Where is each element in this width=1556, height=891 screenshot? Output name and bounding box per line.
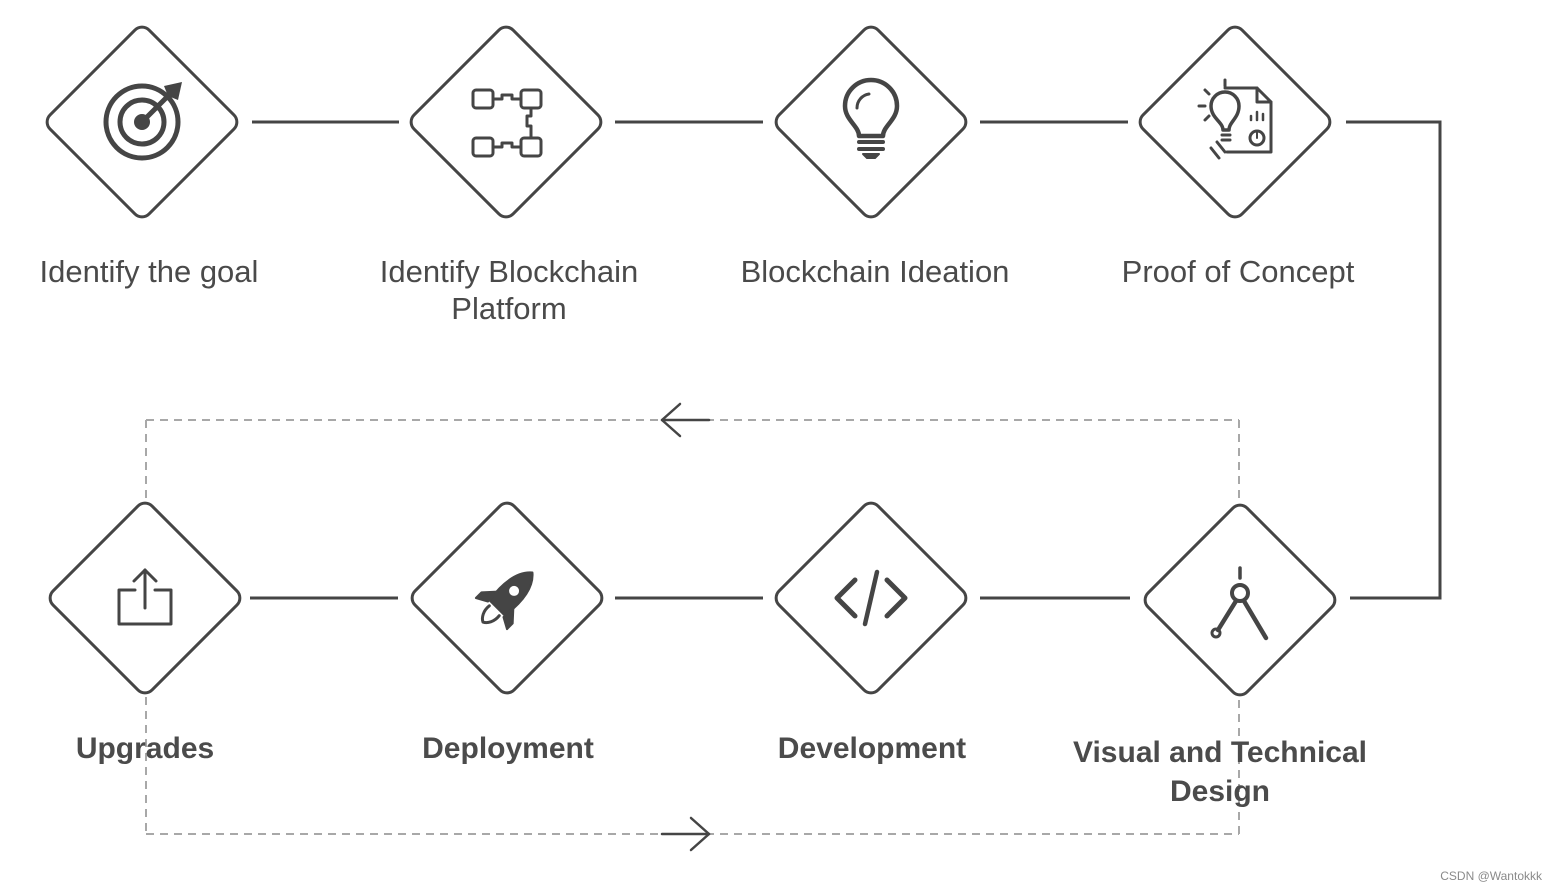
idea-document-icon: [1197, 78, 1273, 160]
step-label-line: Identify the goal: [39, 254, 259, 289]
step-label-visual-technical-design: Visual and Technical Design: [1060, 733, 1380, 811]
arrow-right-icon: [660, 816, 711, 852]
lightbulb-icon: [842, 77, 900, 159]
step-label-identify-platform: Identify Blockchain Platform: [373, 253, 645, 327]
connector-line: [1346, 120, 1442, 600]
step-label-line: Design: [1169, 775, 1271, 808]
step-label-deployment: Deployment: [408, 731, 608, 767]
watermark: CSDN @Wantokkk: [1440, 869, 1542, 883]
upload-icon: [117, 568, 173, 626]
top-row-connectors: [252, 120, 1442, 600]
diamond-node: [774, 25, 968, 219]
step-label-line: Deployment: [422, 732, 594, 765]
step-label-upgrades: Upgrades: [64, 731, 226, 767]
step-label-line: Blockchain Ideation: [740, 254, 1010, 289]
code-icon: [834, 569, 908, 627]
target-icon: [103, 82, 182, 161]
blockchain-network-icon: [471, 88, 543, 158]
diamond-node: [409, 25, 603, 219]
step-label-line: Visual and Technical: [1073, 736, 1367, 769]
step-label-ideation: Blockchain Ideation: [734, 253, 1016, 290]
compass-icon: [1210, 566, 1269, 641]
rocket-icon: [474, 571, 534, 631]
step-label-line: Proof of Concept: [1121, 254, 1355, 289]
step-label-line: Development: [777, 732, 967, 765]
arrow-left-icon: [660, 402, 711, 438]
step-label-identify-goal: Identify the goal: [33, 253, 265, 290]
step-label-line: Upgrades: [75, 732, 215, 765]
step-label-development: Development: [762, 731, 982, 767]
step-label-proof-of-concept: Proof of Concept: [1113, 253, 1363, 290]
step-label-line: Identify Blockchain: [379, 254, 639, 289]
step-label-line: Platform: [451, 291, 567, 327]
diamond-node: [1138, 25, 1332, 219]
